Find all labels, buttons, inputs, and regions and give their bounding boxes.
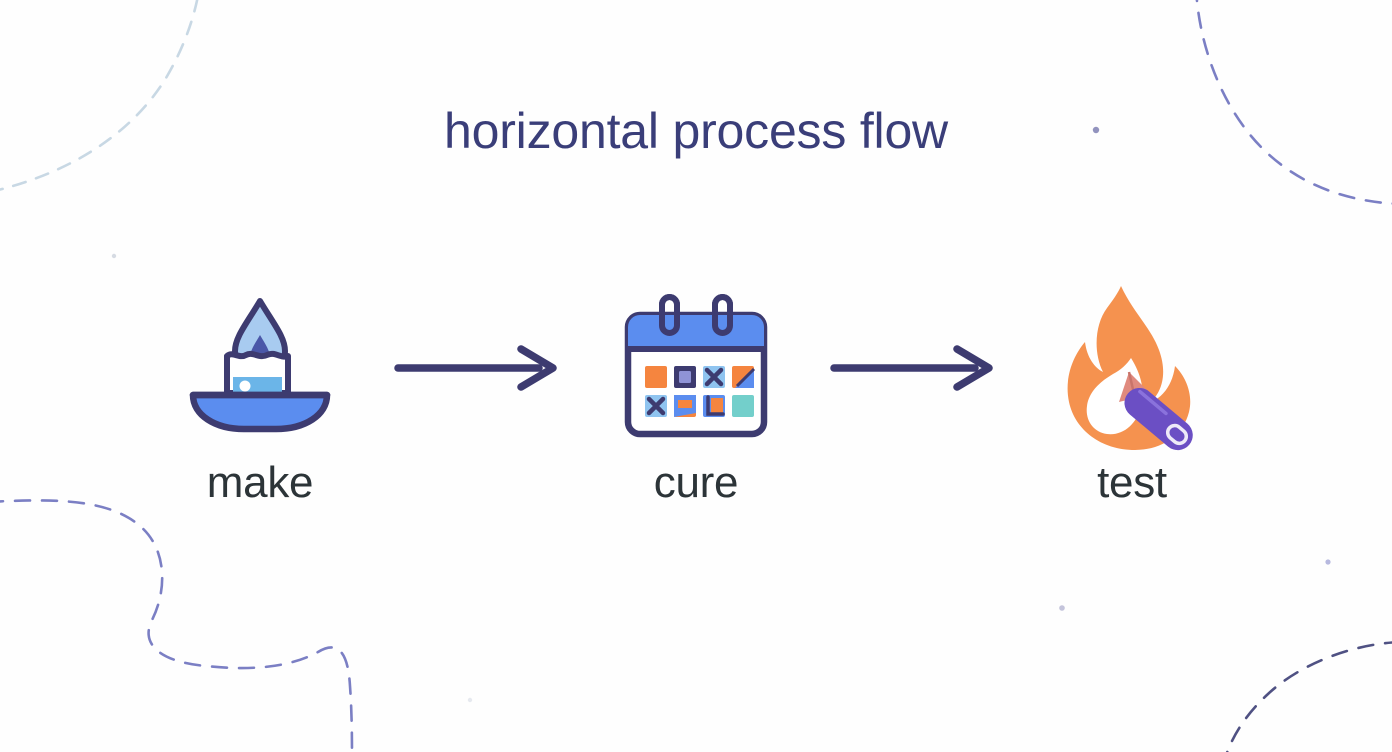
- decor-curve-bottom-right: [1225, 641, 1392, 752]
- calendar-icon: [611, 280, 781, 455]
- decor-curve-top-left: [0, 0, 199, 191]
- arrow-right-icon: [830, 344, 993, 391]
- flow-connector-2: [796, 280, 1032, 455]
- flow-step-label: make: [206, 458, 314, 507]
- flow-step-label: cure: [653, 458, 739, 507]
- candle-icon: [175, 280, 345, 455]
- flow-step-test[interactable]: test: [1032, 280, 1232, 505]
- flame-lighter-icon: [1047, 280, 1217, 455]
- decor-dot: [1059, 605, 1065, 611]
- process-flow: make: [0, 280, 1392, 540]
- decor-dot: [467, 697, 473, 703]
- flow-step-label: test: [1097, 458, 1167, 507]
- decor-dot: [1325, 559, 1331, 565]
- decor-dot: [111, 253, 117, 259]
- flow-step-cure[interactable]: cure: [596, 280, 796, 505]
- flow-connector-1: [360, 280, 596, 455]
- flow-step-make[interactable]: make: [160, 280, 360, 505]
- arrow-right-icon: [394, 344, 557, 391]
- page-title: horizontal process flow: [444, 103, 948, 159]
